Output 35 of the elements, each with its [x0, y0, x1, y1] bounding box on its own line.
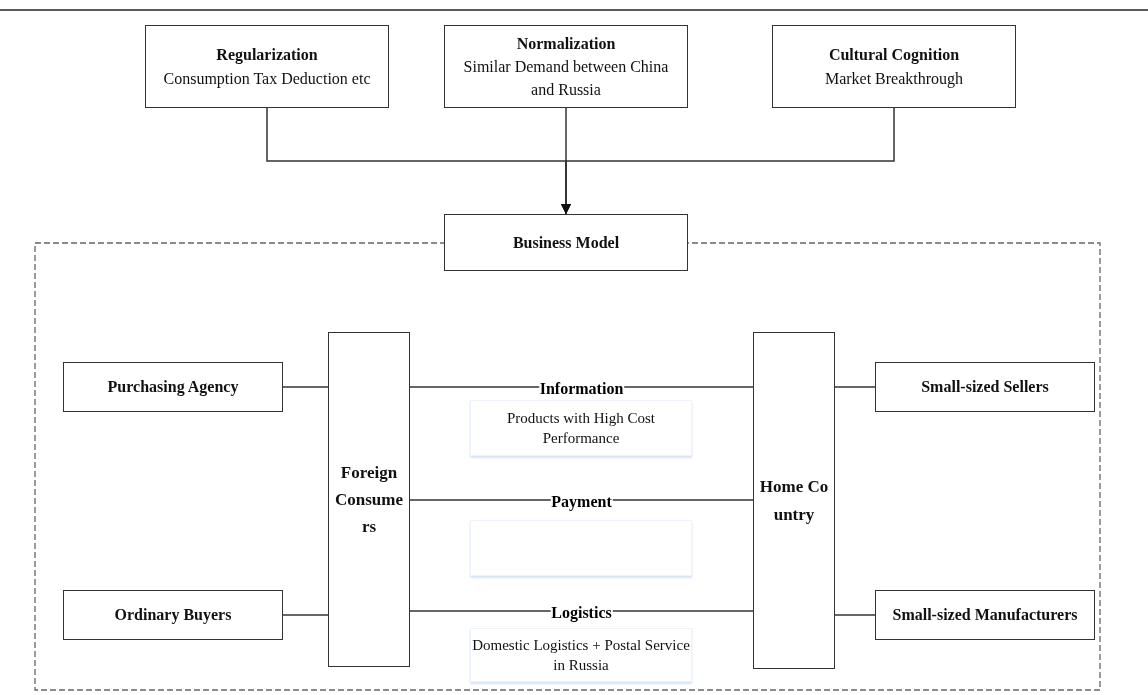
box-text: Small-sized Sellers: [921, 377, 1049, 398]
connector-line: [834, 614, 876, 616]
box-text: Small-sized Manufacturers: [892, 605, 1078, 626]
box-heading: Regularization: [216, 45, 318, 66]
process-box: [444, 25, 688, 108]
process-box: [875, 362, 1095, 412]
process-box: [328, 332, 410, 667]
process-box: [772, 25, 1016, 108]
box-text: Ordinary Buyers: [114, 605, 232, 626]
box-text: Products with High Cost Performance: [506, 408, 656, 448]
process-box: [444, 214, 688, 271]
box-heading: Cultural Cognition: [828, 45, 960, 66]
box-text: Foreign Consumers: [334, 461, 404, 539]
note-box: [470, 628, 692, 682]
process-box: [875, 590, 1095, 640]
process-box: [145, 25, 389, 108]
box-heading: Normalization: [516, 33, 616, 54]
edge-label: Payment: [550, 493, 613, 511]
box-text: Purchasing Agency: [107, 377, 239, 398]
connector-line: [282, 614, 329, 616]
connector-line: [834, 386, 876, 388]
box-text: Market Breakthrough: [824, 68, 964, 90]
edge-label: Logistics: [550, 604, 613, 622]
process-box: [63, 590, 283, 640]
box-text: Similar Demand between China and Russia: [462, 56, 670, 101]
box-text: Consumption Tax Deduction etc: [163, 68, 371, 90]
box-text: Home Country: [758, 476, 830, 526]
arrow: [560, 107, 895, 215]
process-box: [753, 332, 835, 669]
box-text: Domestic Logistics + Postal Service in Russia: [471, 635, 691, 675]
connector-line: [282, 386, 329, 388]
process-box: [63, 362, 283, 412]
note-box: [470, 400, 692, 456]
box-text: Business Model: [512, 232, 620, 253]
empty-note-box: [470, 520, 692, 576]
